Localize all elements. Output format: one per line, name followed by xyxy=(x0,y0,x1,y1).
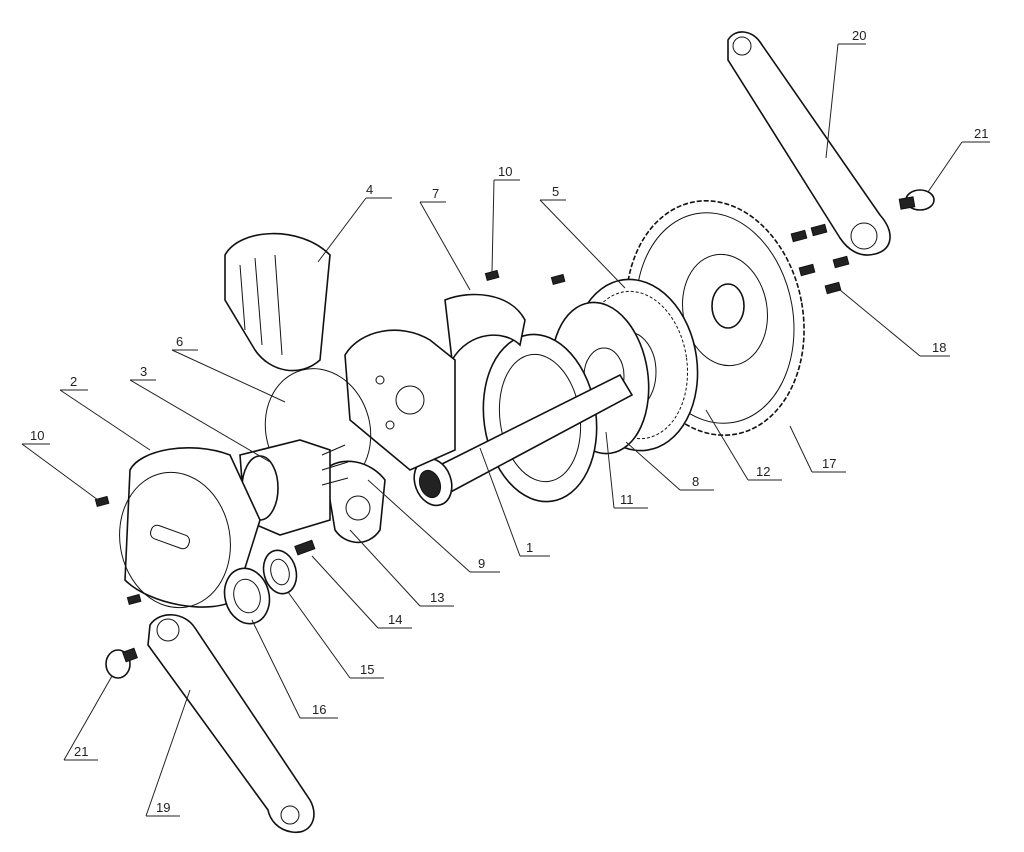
crank-bolt-right xyxy=(898,189,935,211)
parts xyxy=(94,31,935,834)
callout-19: 19 xyxy=(156,800,170,815)
right-crank-arm xyxy=(727,31,891,256)
callout-10-left: 10 xyxy=(30,428,44,443)
leader-lines xyxy=(21,43,990,817)
callout-4: 4 xyxy=(366,182,373,197)
callout-16: 16 xyxy=(312,702,326,717)
callout-17: 17 xyxy=(822,456,836,471)
callout-9: 9 xyxy=(478,556,485,571)
callout-21-right: 21 xyxy=(974,126,988,141)
chainring-bolts xyxy=(790,223,850,295)
bracket xyxy=(324,460,386,544)
callout-21-left: 21 xyxy=(74,744,88,759)
callout-14: 14 xyxy=(388,612,402,627)
gasket xyxy=(444,293,526,363)
bearing-large xyxy=(223,567,271,625)
left-crank-arm xyxy=(147,614,315,834)
controller-cover xyxy=(224,232,331,372)
callout-2: 2 xyxy=(70,374,77,389)
callout-20: 20 xyxy=(852,28,866,43)
motor-stator xyxy=(239,439,349,536)
bearing-small xyxy=(262,549,298,595)
motor-housing xyxy=(119,447,261,609)
callout-15: 15 xyxy=(360,662,374,677)
callout-1: 1 xyxy=(526,540,533,555)
crank-bolt-left xyxy=(105,647,138,679)
callout-8: 8 xyxy=(692,474,699,489)
callout-18: 18 xyxy=(932,340,946,355)
callout-13: 13 xyxy=(430,590,444,605)
callout-12: 12 xyxy=(756,464,770,479)
main-housing xyxy=(344,329,456,471)
screws xyxy=(94,269,566,606)
callout-7: 7 xyxy=(432,186,439,201)
callout-6: 6 xyxy=(176,334,183,349)
mount-bolt xyxy=(294,539,316,556)
callout-3: 3 xyxy=(140,364,147,379)
callout-labels: 1 2 3 4 5 6 7 8 9 10 10 11 12 13 14 15 1… xyxy=(30,28,988,815)
callout-5: 5 xyxy=(552,184,559,199)
callout-11: 11 xyxy=(620,492,634,507)
callout-10-top: 10 xyxy=(498,164,512,179)
spindle xyxy=(413,333,634,507)
